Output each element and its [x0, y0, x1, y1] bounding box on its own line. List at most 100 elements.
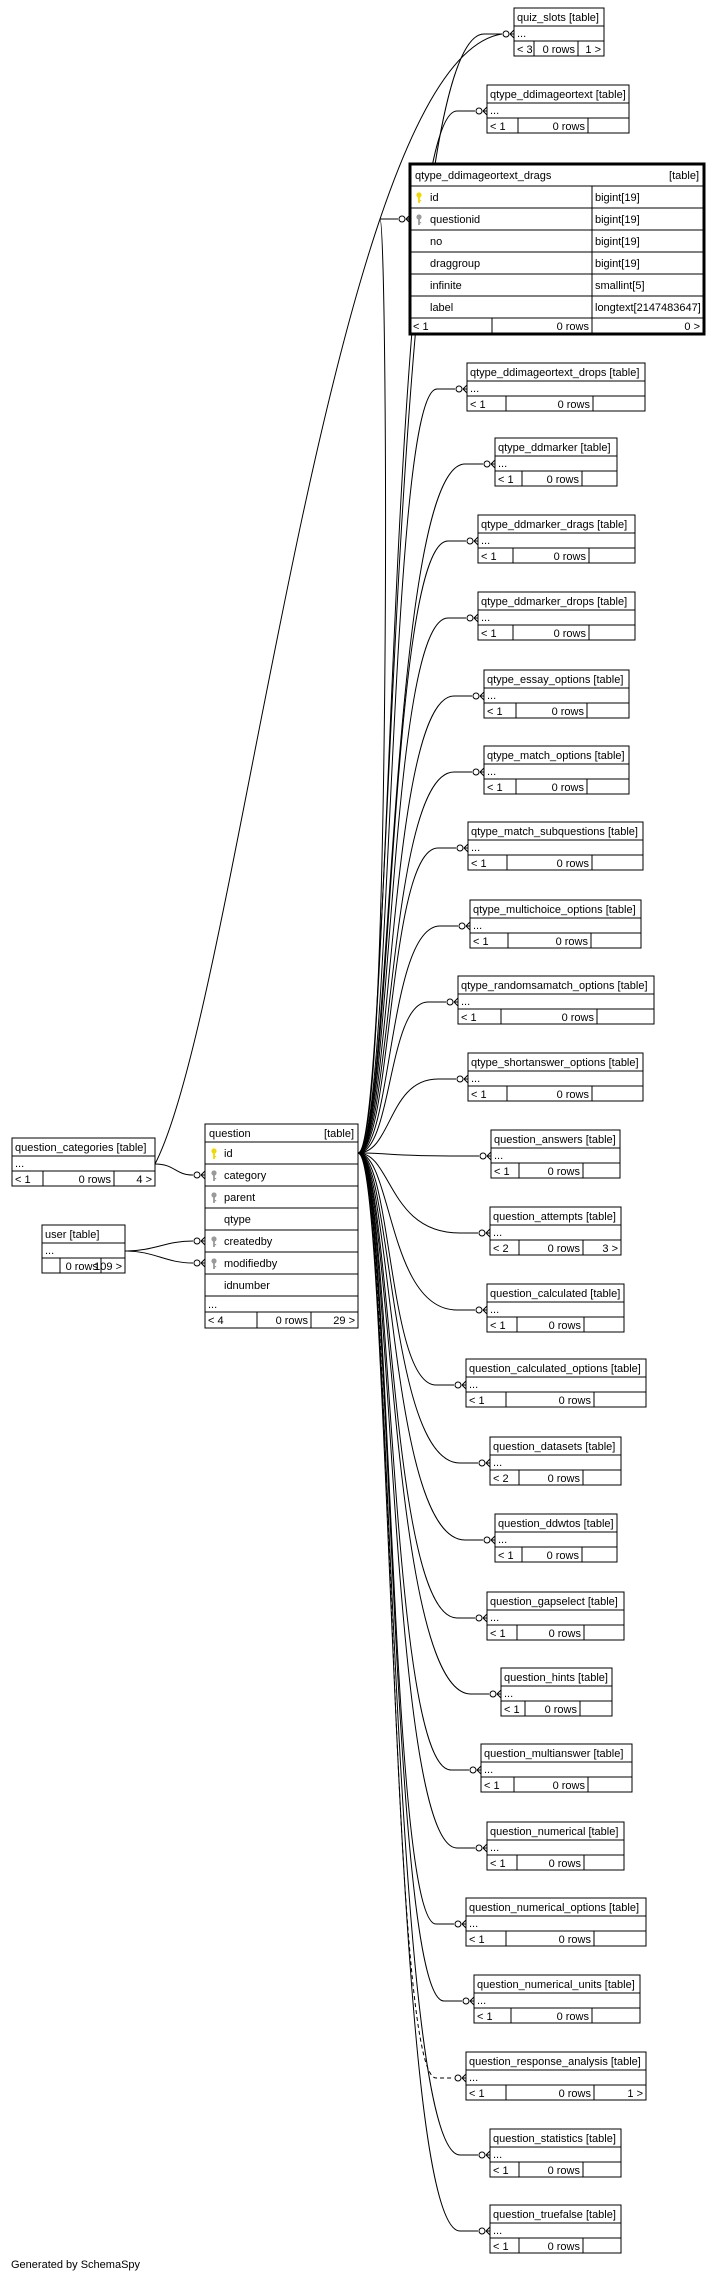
row-count: 0 rows	[558, 399, 591, 411]
columns-ellipsis: ...	[517, 28, 526, 40]
parents-count: < 1	[484, 1780, 500, 1792]
primary-key-icon	[211, 1148, 217, 1159]
table-question-calculated-options[interactable]: question_calculated_options [table]...< …	[465, 1358, 647, 1408]
relationship-lines	[124, 29, 515, 2236]
column-modifiedby: modifiedby	[211, 1258, 278, 1270]
table-title: user [table]	[45, 1229, 99, 1241]
column-parent: parent	[211, 1192, 255, 1204]
row-count: 0 rows	[554, 628, 587, 640]
table-question-numerical-options[interactable]: question_numerical_options [table]...< 1…	[465, 1897, 647, 1947]
foreign-key-icon	[211, 1258, 217, 1269]
columns-ellipsis: ...	[490, 1612, 499, 1624]
columns-ellipsis: ...	[469, 1379, 478, 1391]
row-count: 0 rows	[549, 1858, 582, 1870]
relationship-end-marker	[479, 1151, 492, 1161]
relationship-line	[357, 617, 466, 1154]
row-count: 0 rows	[552, 782, 585, 794]
children-count: 0 >	[684, 321, 700, 333]
column-type: bigint[19]	[595, 236, 640, 248]
relationship-end-marker	[478, 2150, 491, 2160]
parents-count: < 1	[490, 1628, 506, 1640]
column-name: no	[430, 236, 442, 248]
table-title: question_response_analysis [table]	[469, 2056, 641, 2068]
parents-count: < 1	[490, 1320, 506, 1332]
relationship-end-marker	[475, 1305, 488, 1315]
parents-count: < 1	[473, 936, 489, 948]
row-count: 0 rows	[559, 1934, 592, 1946]
table-title: qtype_ddmarker_drags [table]	[481, 519, 627, 531]
columns-ellipsis: ...	[493, 1457, 502, 1469]
columns-ellipsis: ...	[15, 1158, 24, 1170]
column-name: questionid	[430, 214, 480, 226]
table-qtype-randomsamatch-options[interactable]: qtype_randomsamatch_options [table]...< …	[457, 975, 655, 1025]
columns-ellipsis: ...	[471, 842, 480, 854]
row-count: 0 rows	[548, 1243, 581, 1255]
column-type: bigint[19]	[595, 214, 640, 226]
parents-count: < 1	[504, 1704, 520, 1716]
relationship-line	[357, 925, 458, 1154]
columns-ellipsis: ...	[208, 1299, 217, 1311]
primary-key-icon	[416, 192, 422, 203]
column-qtype: qtype	[224, 1214, 251, 1226]
relationship-end-marker	[502, 29, 515, 39]
parents-count: < 1	[490, 1858, 506, 1870]
row-count: 0 rows	[543, 44, 576, 56]
relationship-line	[357, 540, 466, 1154]
table-title: question_gapselect [table]	[490, 1596, 618, 1608]
relationship-line	[357, 1078, 456, 1154]
relationship-end-marker	[478, 1458, 491, 1468]
parents-count: < 3	[517, 44, 533, 56]
parents-count: < 2	[493, 1243, 509, 1255]
row-count: 0 rows	[545, 1704, 578, 1716]
relationship-line	[357, 1152, 483, 1541]
columns-ellipsis: ...	[469, 1918, 478, 1930]
table-title: qtype_ddimageortext_drops [table]	[470, 367, 639, 379]
table-title: qtype_shortanswer_options [table]	[471, 1057, 639, 1069]
row-count: 0 rows	[552, 706, 585, 718]
table-title: question_datasets [table]	[493, 1441, 615, 1453]
relationship-line	[154, 1163, 194, 1176]
column-name: id	[430, 192, 439, 204]
table-question[interactable]: question[table]idcategoryparentqtypecrea…	[204, 1123, 359, 1329]
relationship-end-marker	[455, 384, 468, 394]
columns-ellipsis: ...	[498, 458, 507, 470]
columns-ellipsis: ...	[490, 1304, 499, 1316]
table-title: question_answers [table]	[494, 1134, 616, 1146]
row-count: 0 rows	[276, 1315, 309, 1327]
table-question-response-analysis[interactable]: question_response_analysis [table]...< 1…	[465, 2051, 647, 2101]
relationship-end-marker	[446, 997, 459, 1007]
row-count: 0 rows	[547, 474, 580, 486]
table-title: question_numerical_units [table]	[477, 1979, 635, 1991]
parents-count: < 1	[487, 706, 503, 718]
column-idnumber: idnumber	[224, 1280, 270, 1292]
row-count: 0 rows	[559, 1395, 592, 1407]
